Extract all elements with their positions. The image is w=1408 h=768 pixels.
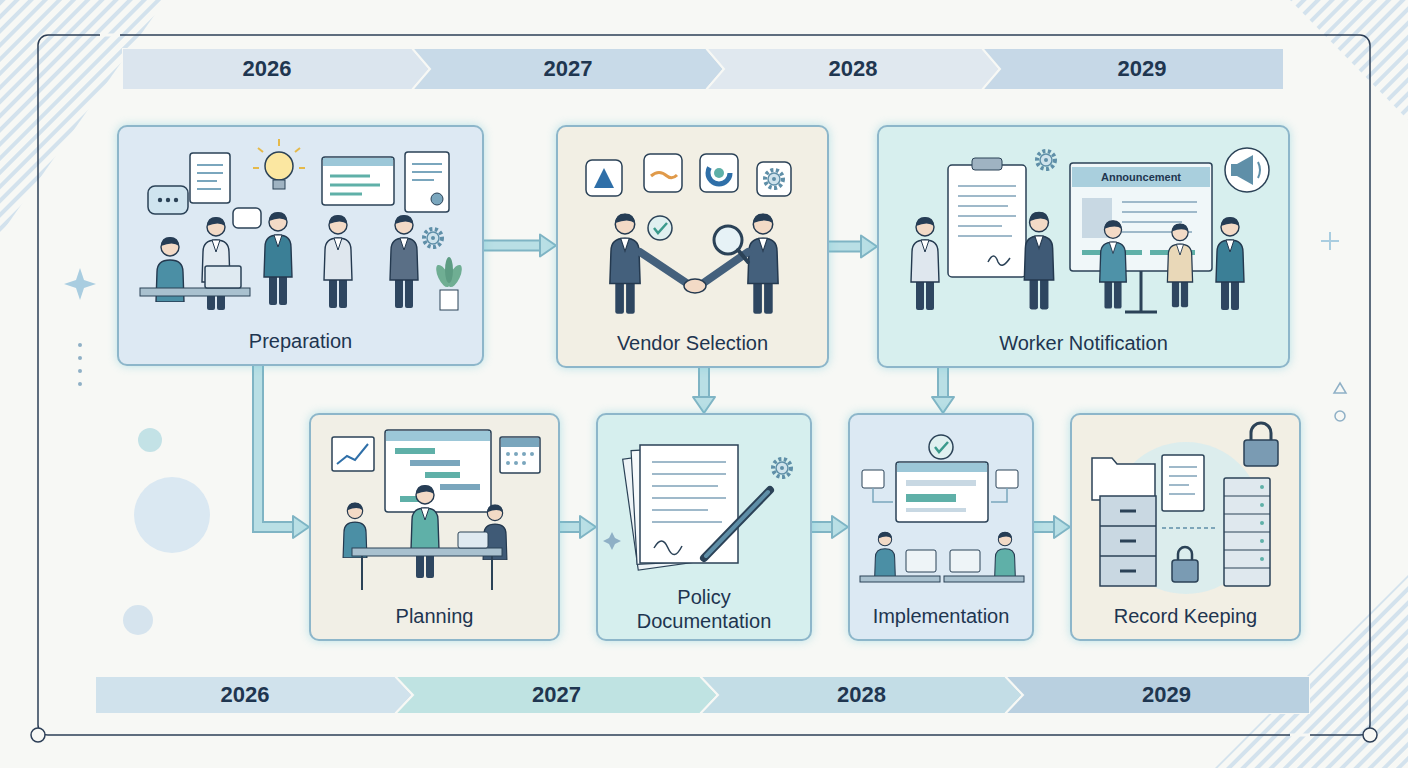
arrow-outline <box>698 368 710 399</box>
arrow-outline <box>484 240 542 252</box>
timeline-segment: 2029 <box>982 48 1284 90</box>
timeline-segment: 2028 <box>700 676 1023 714</box>
flow-arrow <box>812 516 848 538</box>
flow-arrow <box>932 368 954 413</box>
chevron-fill <box>122 48 430 90</box>
process-box: Implementation <box>848 413 1034 641</box>
arrow-body <box>812 523 834 531</box>
arrow-head <box>293 516 309 538</box>
arrow-head <box>932 397 954 413</box>
process-box: Record Keeping <box>1070 413 1301 641</box>
chevron-fill <box>700 676 1023 714</box>
step-label: Implementation <box>873 604 1010 628</box>
policy-documentation-art <box>603 445 791 570</box>
preparation-art <box>140 139 465 310</box>
screen-caption: Announcement <box>1072 167 1210 187</box>
chevron-fill <box>95 676 413 714</box>
arrow-outline <box>829 241 863 253</box>
arrow-outline <box>258 366 295 527</box>
process-box: Worker Notification <box>877 125 1290 368</box>
flow-arrow <box>258 366 309 538</box>
flow-arrow <box>1034 516 1070 538</box>
vendor-selection-art <box>586 154 791 314</box>
timeline-segment: 2026 <box>95 676 413 714</box>
arrow-outline <box>937 368 949 399</box>
arrow-head <box>540 235 556 257</box>
chevron-fill <box>412 48 724 90</box>
arrow-head <box>693 397 715 413</box>
timeline-segment: 2026 <box>122 48 430 90</box>
chevron-fill <box>982 48 1284 90</box>
arrow-body <box>829 243 863 251</box>
step-label: Record Keeping <box>1114 604 1257 628</box>
step-label: Planning <box>396 604 474 628</box>
arrow-body <box>484 242 542 250</box>
year-label: 2027 <box>532 682 581 708</box>
timeline-segment: 2028 <box>706 48 1000 90</box>
implementation-art <box>860 435 1024 582</box>
arrow-head <box>1054 516 1070 538</box>
year-label: 2027 <box>544 56 593 82</box>
chevron-fill <box>706 48 1000 90</box>
flow-arrow <box>484 235 556 257</box>
step-label: Vendor Selection <box>617 331 768 355</box>
flow-arrow <box>829 236 877 258</box>
step-label: Policy Documentation <box>619 585 789 633</box>
year-label: 2026 <box>243 56 292 82</box>
year-label: 2026 <box>221 682 270 708</box>
arrow-head <box>580 516 596 538</box>
year-label: 2028 <box>837 682 886 708</box>
chevron-fill <box>1005 676 1310 714</box>
worker-notification-art <box>911 148 1269 312</box>
arrow-outline <box>812 521 834 533</box>
arrow-body <box>1034 523 1056 531</box>
arrow-body <box>939 368 947 399</box>
timeline-segment: 2027 <box>412 48 724 90</box>
arrow-body <box>560 523 582 531</box>
process-box: Policy Documentation <box>596 413 812 641</box>
arrow-head <box>832 516 848 538</box>
step-label: Worker Notification <box>999 331 1168 355</box>
timeline-segment: 2027 <box>395 676 718 714</box>
year-label: 2029 <box>1118 56 1167 82</box>
arrow-body <box>258 366 295 527</box>
year-label: 2028 <box>829 56 878 82</box>
planning-art <box>332 430 540 590</box>
year-label: 2029 <box>1142 682 1191 708</box>
arrow-body <box>700 368 708 399</box>
arrow-outline <box>1034 521 1056 533</box>
process-box: Preparation <box>117 125 484 366</box>
timeline-segment: 2029 <box>1005 676 1310 714</box>
step-label: Preparation <box>249 329 352 353</box>
process-box: Planning <box>309 413 560 641</box>
record-keeping-art <box>1092 423 1278 594</box>
flow-arrow <box>560 516 596 538</box>
flow-arrow <box>693 368 715 413</box>
process-box: Vendor Selection <box>556 125 829 368</box>
arrow-head <box>861 236 877 258</box>
chevron-fill <box>395 676 718 714</box>
arrow-outline <box>560 521 582 533</box>
